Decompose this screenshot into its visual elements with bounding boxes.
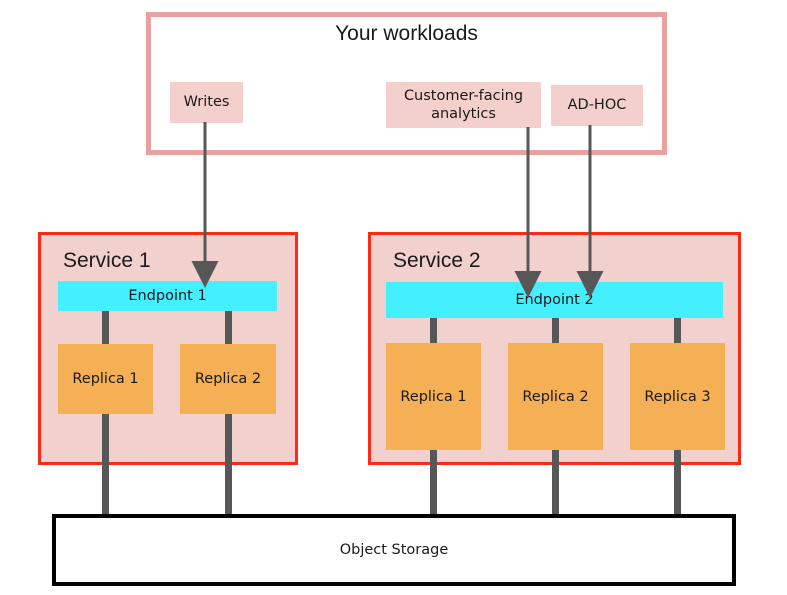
workload-chip-writes[interactable]: Writes bbox=[170, 82, 243, 123]
service-2-replica-1[interactable]: Replica 1 bbox=[386, 343, 481, 450]
connector-s2-replica-3-to-storage bbox=[674, 448, 681, 516]
connector-s1-replica-2-to-storage bbox=[225, 412, 232, 516]
connector-endpoint-2-to-s2-replica-2 bbox=[552, 317, 559, 345]
object-storage-box: Object Storage bbox=[52, 514, 736, 586]
service-2-replica-2[interactable]: Replica 2 bbox=[508, 343, 603, 450]
endpoint-1[interactable]: Endpoint 1 bbox=[58, 281, 277, 311]
service-1-replica-1[interactable]: Replica 1 bbox=[58, 344, 153, 414]
connector-endpoint-1-to-s1-replica-2 bbox=[225, 310, 232, 346]
service-1-title: Service 1 bbox=[63, 249, 151, 272]
connector-s1-replica-1-to-storage bbox=[102, 412, 109, 516]
workload-chip-analytics[interactable]: Customer-facing analytics bbox=[386, 82, 541, 128]
connector-s2-replica-2-to-storage bbox=[552, 448, 559, 516]
connector-endpoint-1-to-s1-replica-1 bbox=[102, 310, 109, 346]
service-2-title: Service 2 bbox=[393, 249, 481, 272]
endpoint-2[interactable]: Endpoint 2 bbox=[386, 282, 723, 318]
workloads-title: Your workloads bbox=[335, 22, 478, 45]
connector-s2-replica-1-to-storage bbox=[430, 448, 437, 516]
connector-endpoint-2-to-s2-replica-1 bbox=[430, 317, 437, 345]
object-storage-label: Object Storage bbox=[339, 542, 449, 558]
service-1-replica-2[interactable]: Replica 2 bbox=[180, 344, 276, 414]
service-2-replica-3[interactable]: Replica 3 bbox=[630, 343, 725, 450]
connector-endpoint-2-to-s2-replica-3 bbox=[674, 317, 681, 345]
workload-chip-adhoc[interactable]: AD-HOC bbox=[551, 85, 643, 126]
